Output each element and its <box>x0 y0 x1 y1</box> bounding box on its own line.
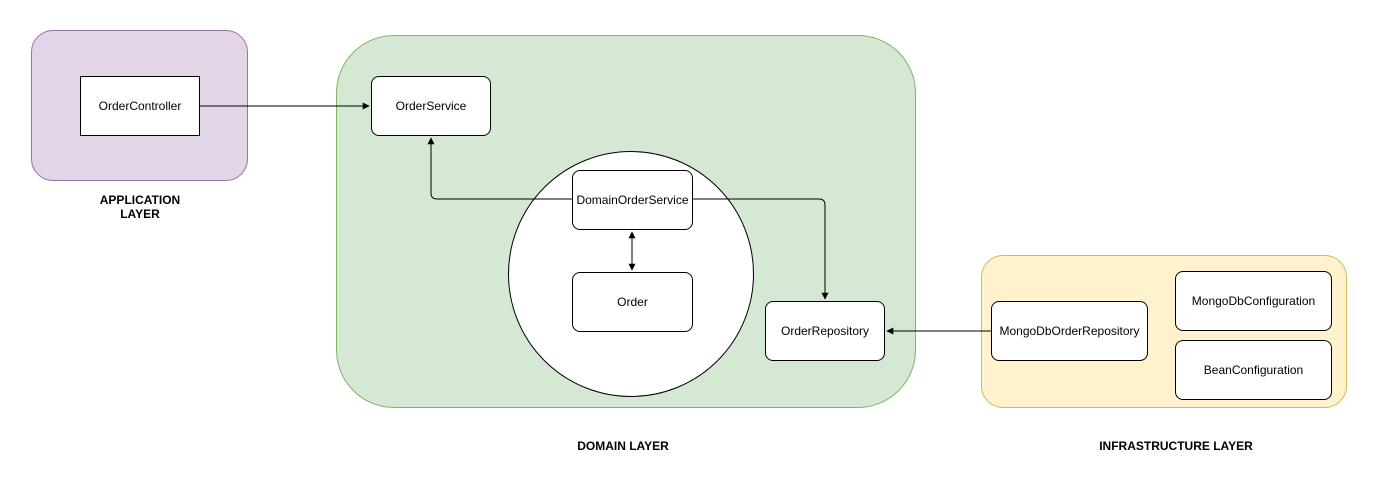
mongo-configuration-node[interactable]: MongoDbConfiguration <box>1175 271 1332 331</box>
mongo-order-repository-node[interactable]: MongoDbOrderRepository <box>991 301 1148 361</box>
order-controller-node[interactable]: OrderController <box>80 76 200 136</box>
order-service-node[interactable]: OrderService <box>371 76 491 136</box>
order-node[interactable]: Order <box>572 272 693 332</box>
domain-order-service-node[interactable]: DomainOrderService <box>572 170 693 230</box>
order-repository-node[interactable]: OrderRepository <box>765 301 885 361</box>
infrastructure-layer-label: INFRASTRUCTURE LAYER <box>1099 439 1253 453</box>
bean-configuration-node[interactable]: BeanConfiguration <box>1175 340 1332 400</box>
domain-layer-label: DOMAIN LAYER <box>577 439 669 453</box>
application-layer-label: APPLICATION LAYER <box>99 193 181 221</box>
